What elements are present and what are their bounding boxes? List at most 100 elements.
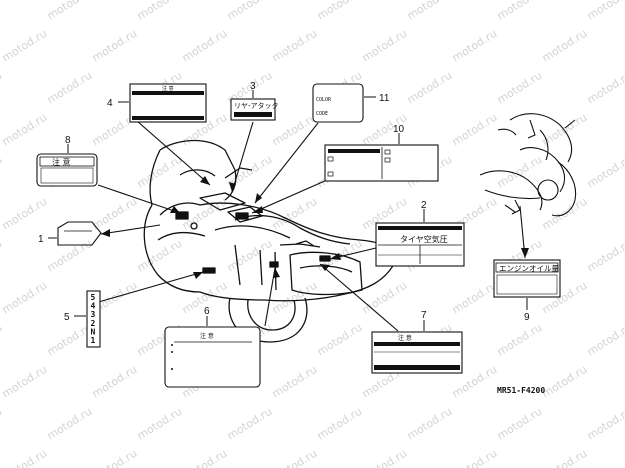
watermark-text: motod.ru	[315, 405, 365, 443]
caution-7-text: 注 意	[398, 334, 412, 342]
motorcycle-outline	[143, 139, 396, 343]
watermark-text: motod.ru	[585, 69, 625, 107]
watermark-text: motod.ru	[0, 153, 4, 191]
watermark-text: motod.ru	[180, 27, 230, 65]
gear-digit: 1	[91, 336, 96, 345]
watermark-text: motod.ru	[585, 237, 625, 275]
callout-4: 4	[107, 98, 113, 109]
caution-6-text: 注 意	[200, 332, 214, 340]
watermark-text: motod.ru	[540, 447, 590, 468]
watermark-text: motod.ru	[360, 279, 410, 317]
watermark-text: motod.ru	[90, 447, 140, 468]
callout-2: 2	[421, 200, 427, 211]
watermark-text: motod.ru	[135, 405, 185, 443]
engine-oil-text: エンジンオイル量	[499, 264, 559, 273]
watermark-text: motod.ru	[0, 363, 49, 401]
watermark-text: motod.ru	[540, 27, 590, 65]
label-2-tire-pressure: タイヤ空気圧 2	[375, 200, 465, 267]
watermark-text: motod.ru	[585, 0, 625, 23]
watermark-text: motod.ru	[405, 0, 455, 23]
watermark-text: motod.ru	[585, 321, 625, 359]
label-1: 1	[38, 221, 102, 246]
callout-6: 6	[204, 306, 210, 317]
watermark-text: motod.ru	[0, 0, 4, 23]
watermark-text: motod.ru	[585, 153, 625, 191]
caution-4-text: 注 意	[162, 85, 174, 92]
reverse-text: リヤ-アタック	[234, 101, 279, 110]
watermark-text: motod.ru	[540, 363, 590, 401]
caution-8-text: 注 意	[52, 157, 71, 167]
watermark-text: motod.ru	[0, 195, 49, 233]
callout-5: 5	[64, 312, 70, 323]
watermark-text: motod.ru	[360, 447, 410, 468]
callout-1: 1	[38, 234, 44, 245]
label-8-caution: 注 意 8	[36, 135, 98, 187]
watermark-text: motod.ru	[450, 447, 500, 468]
color-label: COLOR	[316, 97, 332, 103]
watermark-text: motod.ru	[225, 0, 275, 23]
watermark-text: motod.ru	[135, 237, 185, 275]
callout-9: 9	[524, 312, 530, 323]
callout-3: 3	[250, 81, 256, 92]
gear-digit: 5	[91, 293, 96, 302]
code-label: CODE	[316, 111, 328, 117]
watermark-text: motod.ru	[270, 447, 320, 468]
watermark-text: motod.ru	[90, 363, 140, 401]
watermark-text: motod.ru	[90, 27, 140, 65]
gear-digit: 3	[91, 310, 96, 319]
label-9-engine-oil: エンジンオイル量 9	[493, 259, 561, 323]
watermark-text: motod.ru	[270, 111, 320, 149]
watermark-text: motod.ru	[495, 153, 545, 191]
callout-7: 7	[421, 310, 427, 321]
label-7-caution: 注 意 7	[371, 310, 463, 374]
watermark-text: motod.ru	[45, 405, 95, 443]
gear-digit: 2	[91, 319, 96, 328]
callout-11: 11	[379, 93, 390, 104]
watermark-text: motod.ru	[0, 237, 4, 275]
label-11-color-code: COLOR CODE 11	[312, 83, 390, 123]
watermark-text: motod.ru	[0, 69, 4, 107]
watermark-text: motod.ru	[450, 279, 500, 317]
callout-8: 8	[65, 135, 71, 146]
watermark-text: motod.ru	[450, 111, 500, 149]
watermark-text: motod.ru	[450, 27, 500, 65]
watermark-text: motod.ru	[45, 69, 95, 107]
watermark-text: motod.ru	[90, 195, 140, 233]
gear-digit: N	[91, 327, 96, 336]
watermark-text: motod.ru	[135, 0, 185, 23]
watermark-text: motod.ru	[45, 0, 95, 23]
watermark-text: motod.ru	[495, 0, 545, 23]
watermark-text: motod.ru	[225, 237, 275, 275]
watermark-text: motod.ru	[315, 0, 365, 23]
watermark-text: motod.ru	[405, 69, 455, 107]
watermark-text: motod.ru	[0, 27, 49, 65]
watermark-text: motod.ru	[270, 363, 320, 401]
inset-motorcycle-outline	[479, 113, 577, 217]
label-6-caution: 注 意 6	[164, 306, 261, 388]
watermark-text: motod.ru	[180, 447, 230, 468]
watermark-text: motod.ru	[135, 153, 185, 191]
leader-lines	[87, 120, 526, 332]
watermark-text: motod.ru	[495, 321, 545, 359]
watermark-text: motod.ru	[0, 447, 49, 468]
part-code: MR51-F4200	[497, 386, 545, 395]
watermark-text: motod.ru	[585, 405, 625, 443]
leader-arrowheads	[101, 176, 529, 279]
label-10-info: 10	[324, 124, 439, 182]
watermark-text: motod.ru	[45, 237, 95, 275]
watermark-text: motod.ru	[0, 321, 4, 359]
callout-10: 10	[393, 124, 405, 135]
watermark-text: motod.ru	[225, 405, 275, 443]
watermark-text: motod.ru	[0, 405, 4, 443]
watermark-text: motod.ru	[0, 111, 49, 149]
watermark-text: motod.ru	[0, 279, 49, 317]
gear-digit: 4	[91, 302, 96, 311]
tire-pressure-text: タイヤ空気圧	[400, 234, 448, 244]
watermark-text: motod.ru	[495, 405, 545, 443]
label-4-caution: 注 意 4	[107, 83, 207, 123]
watermark-text: motod.ru	[405, 405, 455, 443]
watermark-text: motod.ru	[360, 27, 410, 65]
